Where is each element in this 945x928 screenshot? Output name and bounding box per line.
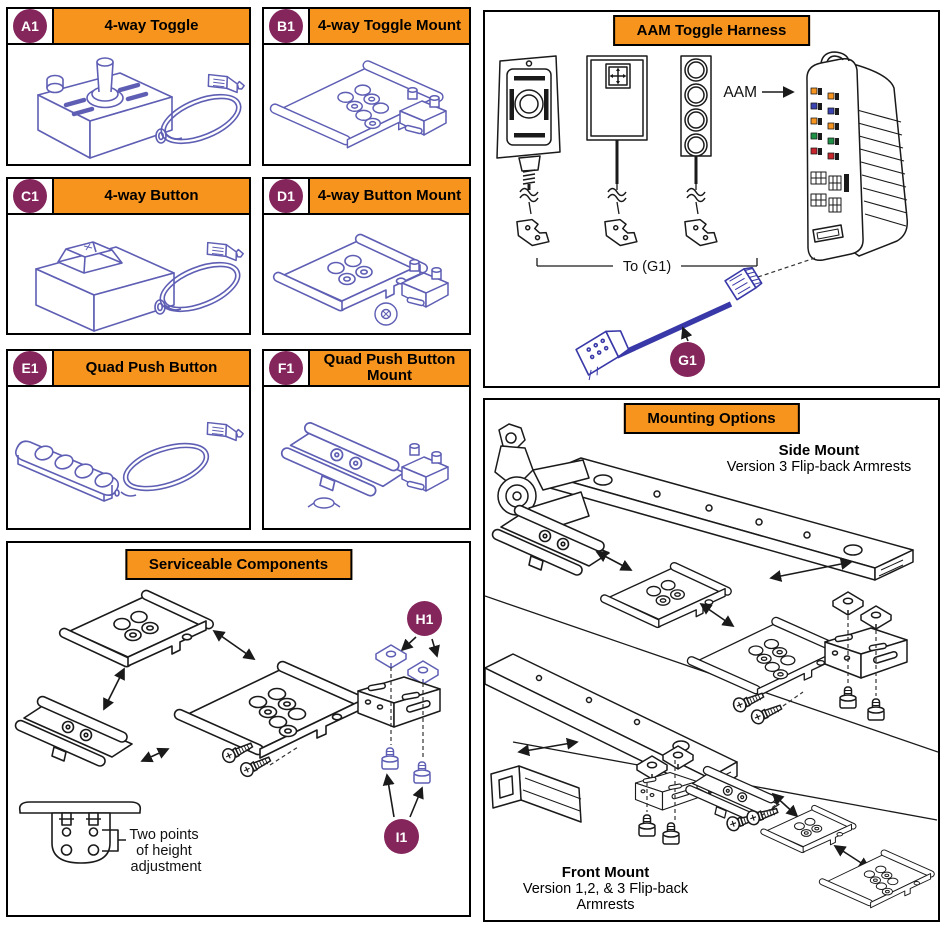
panel-4-way-toggle-mount: B1 4-way Toggle Mount <box>262 7 471 166</box>
callout-badge-b1: B1 <box>269 9 303 43</box>
panel-4-way-button-mount: D1 4-way Button Mount <box>262 177 471 335</box>
panel-mounting-title: Mounting Options <box>623 403 800 434</box>
panel-quad-push-button: E1 Quad Push Button <box>6 349 251 530</box>
panel-4-way-button: C1 4-way Button <box>6 177 251 335</box>
callout-badge-d1: D1 <box>269 179 303 213</box>
angle-bracket <box>357 676 441 728</box>
panel-e1-header: E1 Quad Push Button <box>8 351 249 387</box>
panel-f1-title: Quad Push Button Mount <box>310 351 469 385</box>
socket-screw <box>638 814 656 837</box>
rail-mount-left <box>13 694 133 769</box>
callout-badge-e1: E1 <box>13 351 47 385</box>
panel-a1-title: 4-way Toggle <box>54 9 249 43</box>
callout-badge-g1: G1 <box>670 342 705 377</box>
panel-c1-header: C1 4-way Button <box>8 179 249 215</box>
panel-f1-header: F1 Quad Push Button Mount <box>264 351 469 387</box>
4-way-button-mount-illustration <box>264 215 469 333</box>
quad-push-button-illustration <box>8 387 249 528</box>
badge-cell: F1 <box>264 351 310 385</box>
socket-screw <box>381 747 399 770</box>
panel-serviceable-components: Serviceable Components <box>6 541 471 917</box>
pan-head-screw <box>237 751 274 780</box>
serviceable-components-illustration: Two points of height adjustment <box>8 543 469 915</box>
side-mount-rail <box>542 457 914 581</box>
g1-pointer-arrow <box>681 326 693 342</box>
aam-port-leds <box>810 87 835 160</box>
armrest-extrusion <box>490 765 582 823</box>
aam-toggle-harness-illustration: To (G1) AAM <box>485 12 938 386</box>
square-nut <box>375 644 407 669</box>
mount-plate-center <box>172 659 369 759</box>
socket-screw <box>413 761 431 784</box>
panel-b1-title: 4-way Toggle Mount <box>310 9 469 43</box>
panel-aam-title: AAM Toggle Harness <box>612 15 811 46</box>
socket-screw <box>662 822 680 845</box>
side-mount-subtitle: Version 3 Flip-back Armrests <box>726 459 912 475</box>
panel-d1-header: D1 4-way Button Mount <box>264 179 469 215</box>
badge-cell: C1 <box>8 179 54 213</box>
to-g1-bracket: To (G1) <box>536 258 758 275</box>
badge-cell: E1 <box>8 351 54 385</box>
callout-badge-a1: A1 <box>13 9 47 43</box>
callout-badge-h1: H1 <box>407 601 442 636</box>
4-way-toggle-illustration <box>8 45 249 164</box>
square-nut <box>832 591 864 616</box>
front-mount-subtitle: Version 1,2, & 3 Flip-back Armrests <box>522 881 689 913</box>
aam-label: AAM <box>723 84 757 101</box>
quad-push-button-mount-illustration <box>264 387 469 528</box>
aam-module-drawing <box>806 51 909 261</box>
flip-back-hinge <box>494 423 590 533</box>
front-mount-title: Front Mount <box>561 864 650 881</box>
badge-cell: A1 <box>8 9 54 43</box>
callout-badge-c1: C1 <box>13 179 47 213</box>
badge-cell: B1 <box>264 9 310 43</box>
panel-e1-title: Quad Push Button <box>54 351 249 385</box>
panel-mounting-options: Mounting Options Side Mount Version 3 Fl… <box>483 398 940 922</box>
panel-4-way-toggle: A1 4-way Toggle <box>6 7 251 166</box>
quad-button-strip-drawing <box>680 55 712 184</box>
4-way-button-illustration <box>8 215 249 333</box>
panel-d1-title: 4-way Button Mount <box>310 179 469 213</box>
toggle-remote-drawing <box>496 55 561 190</box>
socket-screw <box>867 698 885 721</box>
callout-badge-i1: I1 <box>384 819 419 854</box>
panel-quad-push-button-mount: F1 Quad Push Button Mount <box>262 349 471 530</box>
pan-head-screw <box>748 699 785 727</box>
g1-harness-cable <box>575 266 763 381</box>
side-mount-label: Side Mount Version 3 Flip-back Armrests <box>710 442 928 475</box>
side-mount-title: Side Mount <box>778 442 860 459</box>
armrest-pad-side-view <box>18 801 142 864</box>
mount-plate <box>817 848 936 909</box>
panel-aam-toggle-harness: AAM Toggle Harness <box>483 10 940 388</box>
mount-plate <box>685 615 847 698</box>
socket-screw <box>839 686 857 709</box>
square-nut <box>860 605 892 630</box>
height-adjustment-note: Two points of height adjustment <box>129 827 202 875</box>
panel-serviceable-title: Serviceable Components <box>124 549 353 580</box>
badge-cell: D1 <box>264 179 310 213</box>
to-g1-label: To (G1) <box>623 259 671 275</box>
mounting-options-illustration <box>484 400 939 920</box>
mount-plate-top <box>57 588 216 669</box>
panel-a1-header: A1 4-way Toggle <box>8 9 249 45</box>
panel-c1-title: 4-way Button <box>54 179 249 213</box>
panel-b1-header: B1 4-way Toggle Mount <box>264 9 469 45</box>
front-mount-label: Front Mount Version 1,2, & 3 Flip-back A… <box>493 864 718 913</box>
four-way-button-drawing <box>586 55 648 184</box>
angle-bracket <box>824 627 908 679</box>
callout-badge-f1: F1 <box>269 351 303 385</box>
4-way-toggle-mount-illustration <box>264 45 469 164</box>
mount-plate <box>598 560 734 630</box>
